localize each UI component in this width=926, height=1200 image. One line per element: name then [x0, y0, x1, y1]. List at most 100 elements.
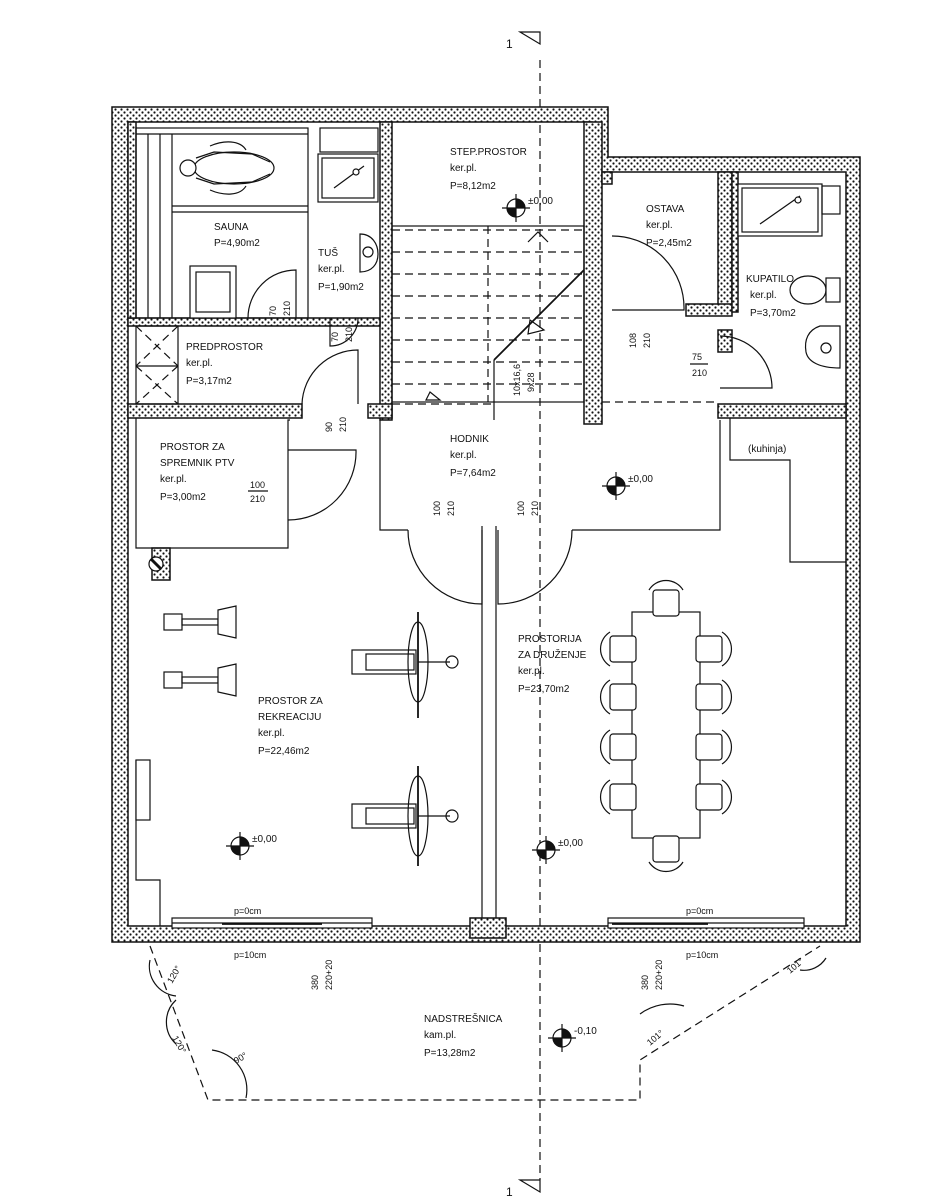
room-predprostor-name: PREDPROSTOR — [186, 342, 263, 353]
room-sauna-name: SAUNA — [214, 222, 249, 233]
sauna-door-w: 70 — [268, 306, 278, 316]
hodnik-door-left-w: 100 — [432, 501, 442, 516]
room-ostava: OSTAVA ker.pl. P=2,45m2 — [646, 204, 692, 249]
room-druzenje-floor: ker.pl. — [518, 666, 545, 677]
staircase: 10x16,6 9x28 — [391, 225, 718, 420]
room-hodnik: HODNIK ker.pl. P=7,64m2 — [450, 434, 496, 479]
room-kupatilo-floor: ker.pl. — [750, 290, 777, 301]
room-nadstresnica-name: NADSTREŠNICA — [424, 1012, 503, 1025]
dumbbell-icon — [163, 663, 237, 697]
room-ostava-area: P=2,45m2 — [646, 238, 692, 249]
room-kupatilo-area: P=3,70m2 — [750, 308, 796, 319]
weight-bench-icon — [351, 766, 459, 866]
door-dimensions: 70 210 70 210 90 210 100 210 108 210 75 … — [248, 301, 708, 516]
hodnik-door-left-h: 210 — [446, 501, 456, 516]
room-druzenje-name-2: ZA DRUŽENJE — [518, 648, 587, 661]
room-kupatilo: KUPATILO ker.pl. P=3,70m2 — [746, 274, 796, 319]
room-tus-area: P=1,90m2 — [318, 282, 364, 293]
dumbbell-icon — [163, 605, 237, 639]
dining-set — [600, 580, 732, 872]
level-value-step: ±0,00 — [528, 196, 553, 207]
room-spremnik-area: P=3,00m2 — [160, 492, 206, 503]
room-spremnik-floor: ker.pl. — [160, 474, 187, 485]
level-marker-icon: ±0,00 — [226, 832, 277, 860]
hodnik-door-right-h: 210 — [530, 501, 540, 516]
angle-2: 120° — [170, 1034, 188, 1055]
angle-1: 120° — [165, 964, 183, 985]
doors — [247, 235, 773, 605]
room-rekreacija: PROSTOR ZA REKREACIJU ker.pl. P=22,46m2 — [258, 696, 323, 757]
level-marker-icon: ±0,00 — [602, 472, 653, 500]
level-value-rekreacija: ±0,00 — [252, 834, 277, 845]
level-markers: ±0,00 ±0,00 ±0,00 ±0,00 -0,10 — [226, 194, 653, 1052]
left-dim-w: 380 — [310, 975, 320, 990]
room-predprostor-floor: ker.pl. — [186, 358, 213, 369]
room-tus-floor: ker.pl. — [318, 264, 345, 275]
room-tus-name: TUŠ — [318, 246, 338, 259]
chair-icon — [648, 835, 684, 872]
window-labels: p=0cm p=10cm 380 220+20 p=0cm p=10cm 380… — [234, 906, 718, 990]
level-value-druzenje: ±0,00 — [558, 838, 583, 849]
chair-icon — [600, 729, 637, 765]
predprostor-door-h: 210 — [338, 417, 348, 432]
right-sill-inner: p=0cm — [686, 906, 713, 916]
room-nadstresnica: NADSTREŠNICA kam.pl. P=13,28m2 — [424, 1012, 503, 1059]
spremnik-door-w: 100 — [250, 480, 265, 490]
angle-4: 101° — [785, 956, 806, 976]
room-nadstresnica-floor: kam.pl. — [424, 1030, 456, 1041]
room-druzenje: PROSTORIJA ZA DRUŽENJE ker.pl. P=23,70m2 — [518, 634, 587, 695]
room-sauna: SAUNA P=4,90m2 — [214, 222, 260, 249]
sauna-bench — [135, 127, 309, 319]
tus-door-w: 70 — [330, 332, 340, 342]
canopy — [148, 945, 827, 1101]
chair-icon — [600, 779, 637, 815]
angle-5: 101° — [645, 1028, 666, 1048]
tus-door-h: 210 — [344, 327, 354, 342]
right-dim-h: 220+20 — [654, 960, 664, 990]
ostava-door-h: 210 — [642, 333, 652, 348]
room-hodnik-name: HODNIK — [450, 434, 489, 445]
room-step-floor: ker.pl. — [450, 163, 477, 174]
angle-labels: 120° 120° 90° 101° 101° — [165, 956, 806, 1066]
room-rekreacija-floor: ker.pl. — [258, 728, 285, 739]
room-step-area: P=8,12m2 — [450, 181, 496, 192]
room-kupatilo-name: KUPATILO — [746, 274, 794, 285]
chair-icon — [600, 631, 637, 667]
level-value-nadstresnica: -0,10 — [574, 1026, 597, 1037]
room-rekreacija-name-1: PROSTOR ZA — [258, 696, 323, 707]
angle-3: 90° — [232, 1050, 249, 1066]
windows — [171, 917, 805, 929]
boiler-icon — [148, 556, 164, 572]
right-dim-w: 380 — [640, 975, 650, 990]
hodnik-door-right-w: 100 — [516, 501, 526, 516]
toilet-icon — [789, 275, 841, 305]
shower-tray — [317, 127, 379, 273]
room-hodnik-area: P=7,64m2 — [450, 468, 496, 479]
room-ostava-name: OSTAVA — [646, 204, 685, 215]
kupatilo-door-w: 75 — [692, 352, 702, 362]
room-spremnik-name-2: SPREMNIK PTV — [160, 458, 235, 469]
chair-icon — [648, 580, 684, 617]
left-sill-outer: p=10cm — [234, 950, 266, 960]
predprostor-door-w: 90 — [324, 422, 334, 432]
cabinet — [135, 325, 179, 405]
chair-icon — [600, 679, 637, 715]
weight-bench-icon — [351, 612, 459, 718]
room-ostava-floor: ker.pl. — [646, 220, 673, 231]
room-tus: TUŠ ker.pl. P=1,90m2 — [318, 246, 364, 293]
room-predprostor-area: P=3,17m2 — [186, 376, 232, 387]
sauna-door-h: 210 — [282, 301, 292, 316]
interior-walls — [127, 121, 847, 939]
room-rekreacija-area: P=22,46m2 — [258, 746, 310, 757]
left-dim-h: 220+20 — [324, 960, 334, 990]
room-spremnik: PROSTOR ZA SPREMNIK PTV ker.pl. P=3,00m2 — [160, 442, 235, 503]
section-line: 1 1 — [506, 31, 541, 1199]
chair-icon — [695, 631, 732, 667]
room-spremnik-name-1: PROSTOR ZA — [160, 442, 225, 453]
gym-equipment — [148, 556, 459, 866]
section-label-bottom: 1 — [506, 1185, 513, 1199]
room-rekreacija-name-2: REKREACIJU — [258, 712, 321, 723]
bathroom-shower — [737, 183, 841, 369]
room-predprostor: PREDPROSTOR ker.pl. P=3,17m2 — [186, 342, 263, 387]
